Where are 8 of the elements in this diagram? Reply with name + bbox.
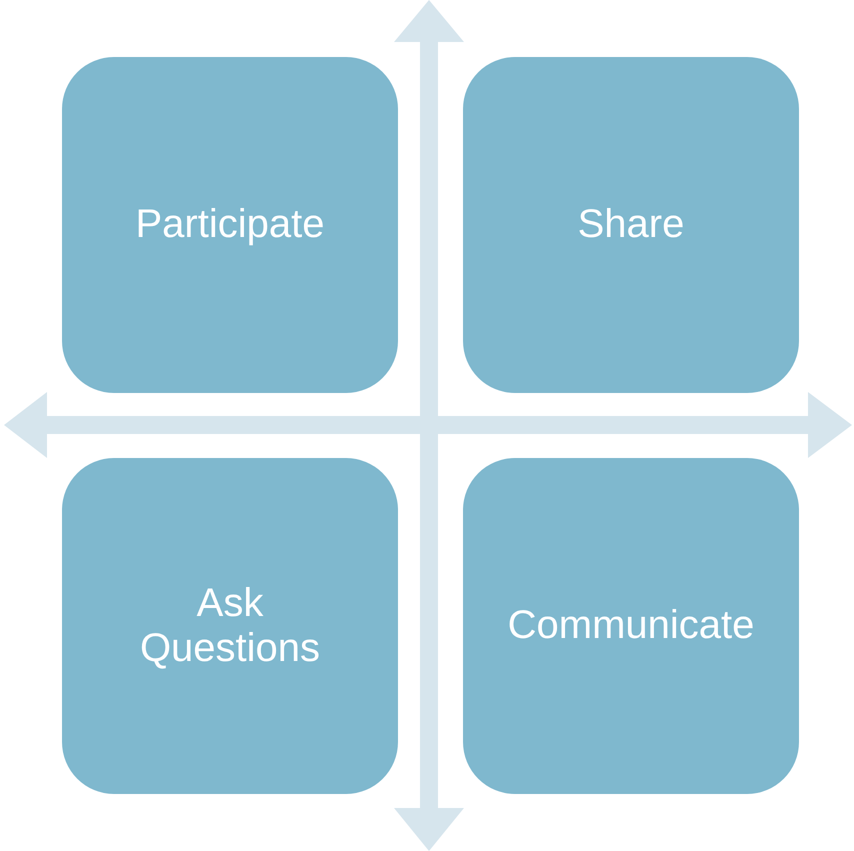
rounded-box bbox=[463, 458, 799, 794]
rounded-box bbox=[463, 57, 799, 393]
rounded-box bbox=[62, 458, 398, 794]
box-label: Ask Questions bbox=[138, 580, 322, 672]
box-label: Communicate bbox=[508, 603, 754, 649]
rounded-box bbox=[62, 57, 398, 393]
box-label: Share bbox=[578, 202, 684, 248]
box-label: Participate bbox=[136, 202, 324, 248]
